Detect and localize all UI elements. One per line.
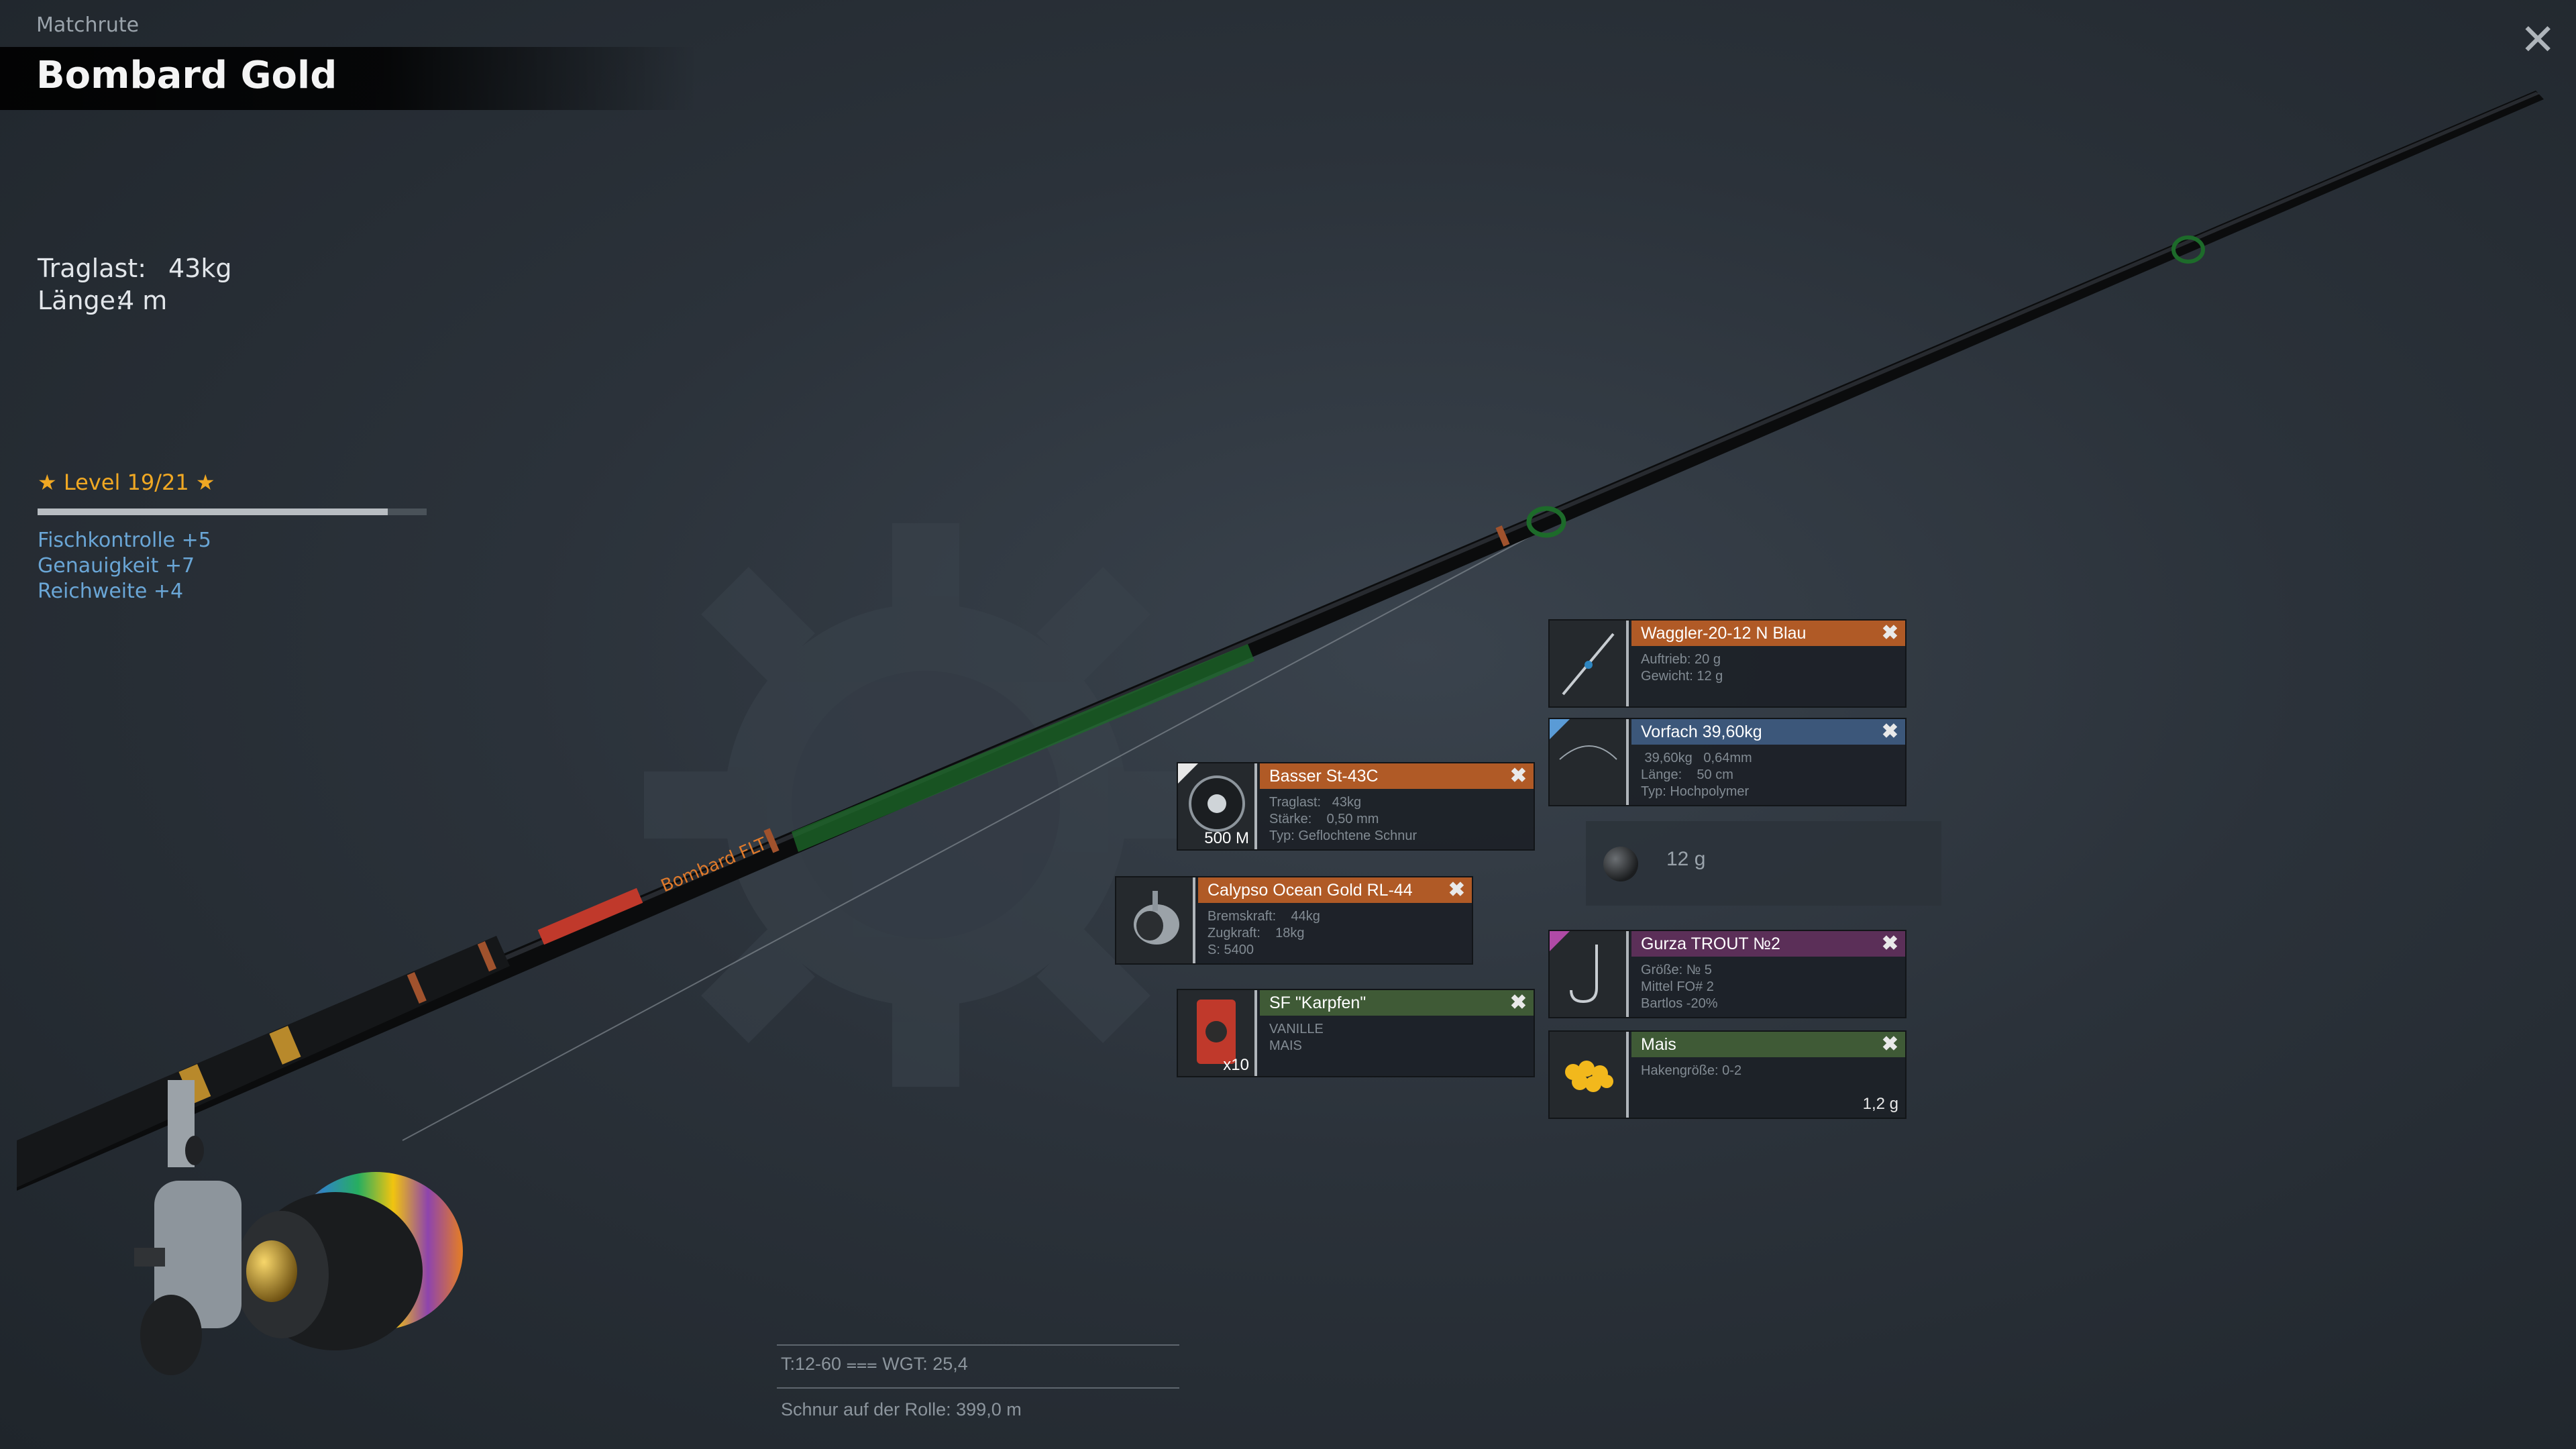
reel-name: Calypso Ocean Gold RL-44	[1198, 877, 1472, 903]
hook-info: Größe: № 5 Mittel FO# 2 Bartlos -20%	[1641, 963, 1718, 1011]
line-length-badge: 500 M	[1204, 829, 1249, 847]
line-spool-icon	[1178, 763, 1245, 832]
corn-quantity: 1,2 g	[1862, 1095, 1898, 1113]
sinker-icon	[1603, 847, 1638, 881]
bonus-accuracy: Genauigkeit +7	[38, 554, 195, 578]
leader-info: 39,60kg 0,64mm Länge: 50 cm Typ: Hochpol…	[1641, 751, 1752, 799]
sinker-weight: 12 g	[1666, 848, 1706, 870]
hook-thumbnail	[1550, 931, 1629, 1017]
level-label: ★ Level 19/21 ★	[38, 470, 215, 495]
line-info: Traglast: 43kg Stärke: 0,50 mm Typ: Gefl…	[1269, 795, 1417, 843]
level-progress-fill	[38, 508, 388, 515]
float-name: Waggler-20-12 N Blau	[1631, 621, 1905, 646]
stat-length-value: 4 m	[118, 286, 168, 315]
remove-line-icon[interactable]: ✖	[1509, 765, 1527, 787]
corn-thumbnail	[1550, 1032, 1629, 1118]
divider	[777, 1387, 1179, 1389]
tackle-card-reel[interactable]: Calypso Ocean Gold RL-44 ✖ Bremskraft: 4…	[1115, 876, 1473, 965]
tackle-card-bait-corn[interactable]: Mais ✖ Hakengröße: 0-2 1,2 g	[1548, 1030, 1907, 1119]
bonus-range: Reichweite +4	[38, 580, 184, 603]
reel-thumbnail	[1116, 877, 1195, 963]
stat-load: Traglast: 43kg	[38, 254, 231, 283]
remove-hook-icon[interactable]: ✖	[1881, 932, 1898, 955]
groundbait-thumbnail: x10	[1178, 990, 1257, 1076]
bonus-fish-control: Fischkontrolle +5	[38, 529, 211, 552]
line-thumbnail: 500 M	[1178, 763, 1257, 849]
hook-icon	[1550, 931, 1598, 1004]
stat-length-label: Länge:	[38, 286, 124, 315]
rod-specs: T:12-60 ⩶ WGT: 25,4	[781, 1354, 968, 1374]
item-category: Matchrute	[36, 13, 140, 37]
groundbait-bag-icon	[1197, 1000, 1236, 1064]
tackle-card-leader[interactable]: Vorfach 39,60kg ✖ 39,60kg 0,64mm Länge: …	[1548, 718, 1907, 806]
groundbait-info: VANILLE MAIS	[1269, 1022, 1324, 1053]
line-name: Basser St-43C	[1260, 763, 1534, 789]
corn-name: Mais	[1631, 1032, 1905, 1057]
tackle-card-line[interactable]: 500 M Basser St-43C ✖ Traglast: 43kg Stä…	[1177, 762, 1535, 851]
close-icon[interactable]: ✕	[2520, 15, 2556, 65]
title-bar	[0, 47, 698, 110]
remove-groundbait-icon[interactable]: ✖	[1509, 991, 1527, 1014]
reel-icon	[1134, 891, 1179, 945]
groundbait-count-badge: x10	[1223, 1056, 1249, 1074]
level-progress-bar	[38, 508, 427, 515]
stat-load-value: 43kg	[168, 254, 232, 283]
remove-reel-icon[interactable]: ✖	[1448, 879, 1465, 901]
float-info: Auftrieb: 20 g Gewicht: 12 g	[1641, 652, 1723, 684]
tackle-card-groundbait[interactable]: x10 SF "Karpfen" ✖ VANILLE MAIS	[1177, 989, 1535, 1077]
groundbait-name: SF "Karpfen"	[1260, 990, 1534, 1016]
remove-leader-icon[interactable]: ✖	[1881, 720, 1898, 743]
hook-name: Gurza TROUT №2	[1631, 931, 1905, 957]
watermark-gear-icon	[644, 523, 1208, 1087]
leader-thumbnail	[1550, 719, 1629, 805]
line-on-reel: Schnur auf der Rolle: 399,0 m	[781, 1399, 1022, 1419]
corn-icon	[1565, 1061, 1613, 1092]
remove-float-icon[interactable]: ✖	[1881, 622, 1898, 644]
divider	[777, 1344, 1179, 1346]
reel-info: Bremskraft: 44kg Zugkraft: 18kg S: 5400	[1208, 909, 1320, 957]
leader-name: Vorfach 39,60kg	[1631, 719, 1905, 745]
stat-length: Länge:4 m	[38, 286, 167, 315]
tackle-card-float[interactable]: Waggler-20-12 N Blau ✖ Auftrieb: 20 g Ge…	[1548, 619, 1907, 708]
leader-icon	[1550, 719, 1617, 760]
tackle-card-hook[interactable]: Gurza TROUT №2 ✖ Größe: № 5 Mittel FO# 2…	[1548, 930, 1907, 1018]
sinker-slot[interactable]: 12 g	[1586, 821, 1941, 906]
corn-info: Hakengröße: 0-2	[1641, 1063, 1742, 1078]
remove-corn-icon[interactable]: ✖	[1881, 1033, 1898, 1055]
stat-load-label: Traglast:	[38, 254, 147, 283]
float-icon	[1562, 633, 1615, 696]
float-thumbnail	[1550, 621, 1629, 706]
page-title: Bombard Gold	[36, 54, 337, 97]
